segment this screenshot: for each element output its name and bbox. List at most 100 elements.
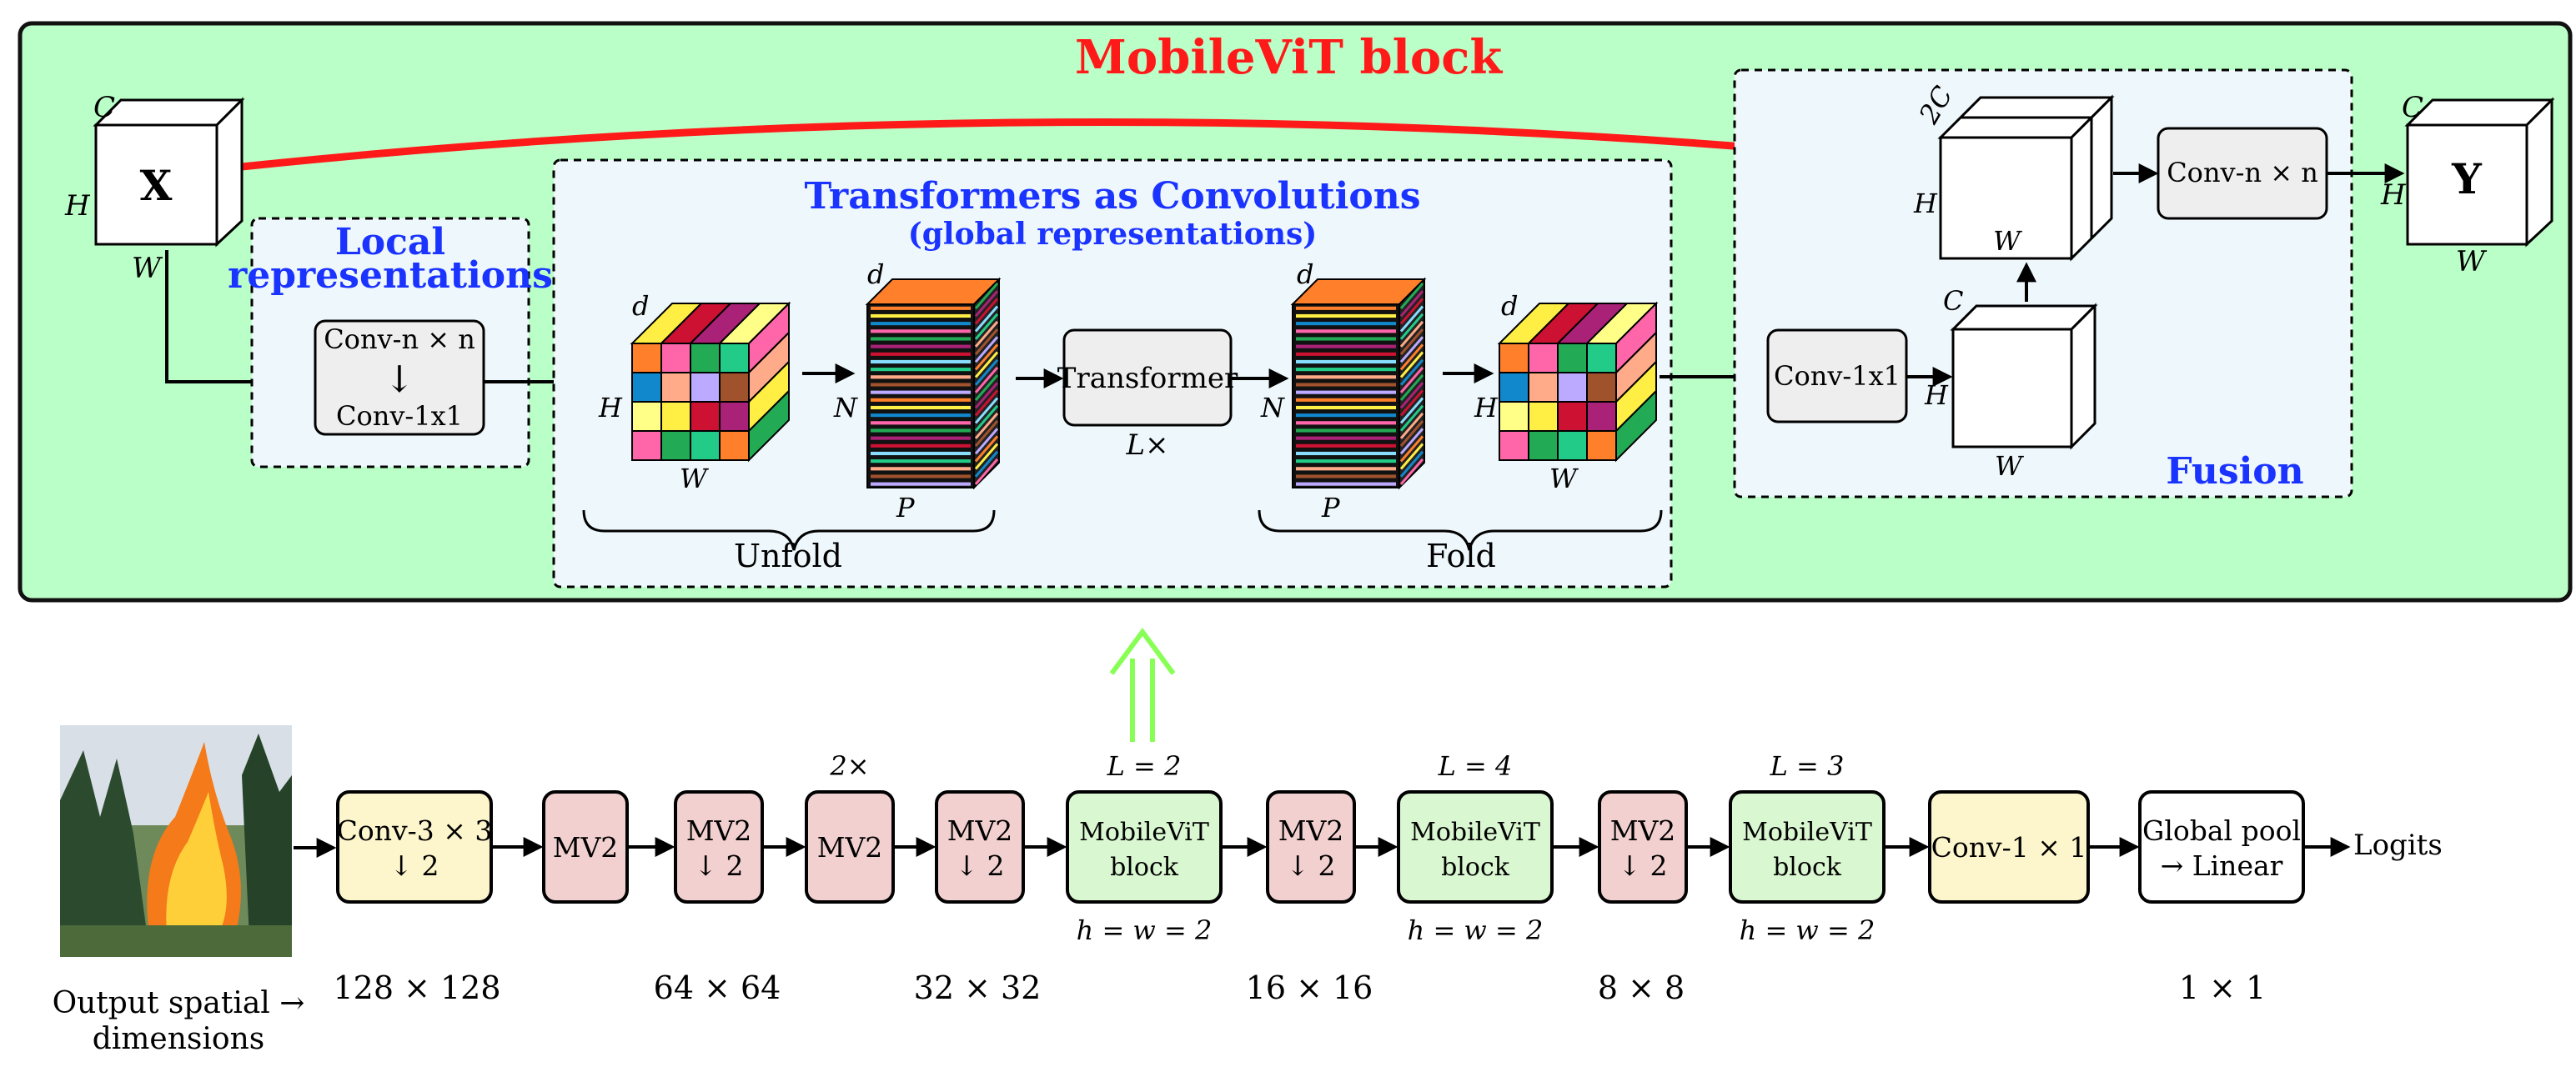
stage-box <box>1729 790 1886 904</box>
cube-right-d: d <box>1501 290 1518 322</box>
output-cube: Y C H W <box>2380 91 2555 278</box>
stage-line1: Conv-1 × 1 <box>1931 831 2087 864</box>
stage-top-label: L = 3 <box>1770 750 1845 782</box>
stage-pool: Global pool→ Linear <box>2138 790 2305 904</box>
skip-connection-arrow <box>241 118 1941 178</box>
local-conv-bottom: Conv-1x1 <box>336 400 463 432</box>
stage-mv2f: MV2↓ 2 <box>1598 790 1688 904</box>
concat-cube-w: W <box>1993 225 2023 257</box>
global-representations-panel: Transformers as Convolutions (global rep… <box>552 158 1673 589</box>
stage-line2: ↓ 2 <box>694 849 743 882</box>
stage-bottom-label: h = w = 2 <box>1740 914 1876 946</box>
stage-line1: MV2 <box>1278 814 1344 847</box>
cube-right-w: W <box>1549 463 1579 494</box>
input-dim-w: W <box>132 252 163 285</box>
cube-left-d: d <box>632 290 649 322</box>
stage-box <box>1066 790 1223 904</box>
transformer-label: Transformer <box>1057 362 1238 395</box>
stage-line1: MobileViT <box>1410 818 1540 847</box>
stage-line1: MV2 <box>686 814 752 847</box>
stack-right-d: d <box>1297 258 1313 290</box>
stage-line1: MV2 <box>817 831 883 864</box>
local-conv-arrow: ↓ <box>384 358 415 401</box>
local-conv-box <box>314 319 485 436</box>
input-label: X <box>140 161 173 210</box>
stage-line2: block <box>1773 853 1842 882</box>
stage-mvit2: MobileViT block L = 4 h = w = 2 <box>1397 750 1554 946</box>
stage-box <box>935 790 1025 904</box>
stage-mv2b: MV2↓ 2 <box>674 790 764 904</box>
stage-line2: ↓ 2 <box>955 849 1004 882</box>
cube-left-w: W <box>680 463 710 494</box>
stage-bottom-label: h = w = 2 <box>1077 914 1213 946</box>
stack-left-d: d <box>867 258 884 290</box>
spatial-dim-label: 16 × 16 <box>1246 969 1373 1006</box>
fold-output-cube <box>1497 301 1659 463</box>
input-cube: X C H W <box>64 91 245 285</box>
stage-line1: MV2 <box>947 814 1013 847</box>
stage-conv3: Conv-3 × 3↓ 2 <box>336 790 493 904</box>
small-cube-c: C <box>1943 285 1963 317</box>
fusion-conv1x1-label: Conv-1x1 <box>1774 360 1901 392</box>
fold-label: Fold <box>1426 538 1496 574</box>
stage-box <box>1266 790 1356 904</box>
spatial-dim-label: 128 × 128 <box>333 969 500 1006</box>
input-dim-h: H <box>64 189 91 223</box>
local-conv-top: Conv-n × n <box>324 323 475 355</box>
stage-line2: block <box>1441 853 1510 882</box>
local-representations-panel: Local representations Conv-n × n ↓ Conv-… <box>228 217 553 468</box>
cube-right-h: H <box>1474 392 1499 423</box>
stage-line1: MV2 <box>553 831 619 864</box>
stage-box <box>674 790 764 904</box>
output-dim-h: H <box>2380 178 2407 212</box>
cube-left-h: H <box>598 392 623 423</box>
stage-mvit1: MobileViT block L = 2 h = w = 2 <box>1066 750 1223 946</box>
spatial-dim-label: 8 × 8 <box>1598 969 1685 1006</box>
mobilevit-block-title: MobileViT block <box>1075 30 1503 85</box>
input-image <box>60 725 292 957</box>
output-label: Y <box>2451 154 2483 203</box>
stage-bottom-label: h = w = 2 <box>1408 914 1544 946</box>
expand-block-arrow <box>1109 627 1176 742</box>
global-title: Transformers as Convolutions <box>805 175 1421 218</box>
fold-brace <box>1258 509 1663 551</box>
input-dim-c: C <box>93 91 115 124</box>
unfold-brace <box>582 509 996 551</box>
logits-label: Logits <box>2353 829 2443 862</box>
stage-mv2a: MV2 <box>542 790 629 904</box>
stack-right-n: N <box>1260 392 1285 423</box>
output-dim-w: W <box>2456 245 2488 278</box>
spatial-caption-line2: dimensions <box>93 1022 265 1056</box>
local-title-line2: representations <box>228 254 553 297</box>
stack-left-p: P <box>896 492 915 523</box>
fusion-title: Fusion <box>2166 450 2303 493</box>
stage-line2: block <box>1110 853 1179 882</box>
stage-line1: MobileViT <box>1742 818 1872 847</box>
stage-top-label: L = 4 <box>1438 750 1513 782</box>
spatial-caption-line1: Output spatial → <box>53 986 305 1020</box>
stage-mv2c: MV2 2× <box>805 750 895 904</box>
fusion-convnxn-label: Conv-n × n <box>2167 157 2318 188</box>
stage-line2: ↓ 2 <box>1286 849 1335 882</box>
stage-box <box>336 790 493 904</box>
stage-box <box>1598 790 1688 904</box>
stage-line2: ↓ 2 <box>1618 849 1667 882</box>
stage-line1: MobileViT <box>1079 818 1209 847</box>
stage-top-label: 2× <box>829 750 869 782</box>
concat-cube-h: H <box>1913 188 1938 219</box>
stage-top-label: L = 2 <box>1107 750 1182 782</box>
stage-line2: → Linear <box>2161 849 2283 882</box>
stage-mvit3: MobileViT block L = 3 h = w = 2 <box>1729 750 1886 946</box>
output-dim-c: C <box>2402 91 2423 124</box>
stage-box <box>1397 790 1554 904</box>
unfold-label: Unfold <box>734 538 842 574</box>
stack-right-p: P <box>1321 492 1340 523</box>
stage-line1: Global pool <box>2142 814 2301 847</box>
local-title-line1: Local <box>335 221 445 263</box>
patch-stack-left <box>865 277 1002 490</box>
stage-line2: ↓ 2 <box>389 849 439 882</box>
stack-left-n: N <box>833 392 858 423</box>
small-cube-h: H <box>1924 379 1949 411</box>
